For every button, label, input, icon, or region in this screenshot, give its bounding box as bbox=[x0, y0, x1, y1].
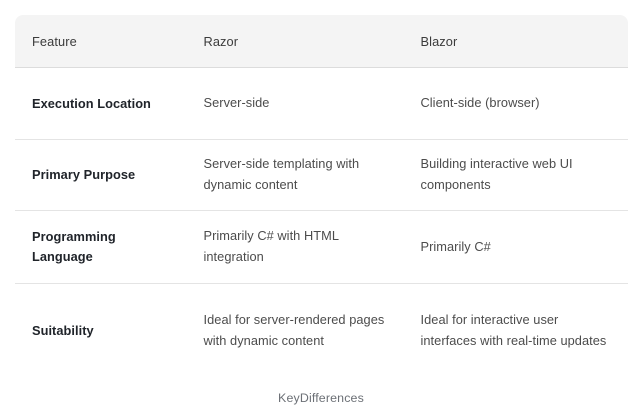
table-row: Execution Location Server-side Client-si… bbox=[15, 68, 628, 140]
table-header-row: Feature Razor Blazor bbox=[15, 15, 628, 68]
cell-feature: Primary Purpose bbox=[15, 139, 187, 211]
cell-razor: Server-side templating with dynamic cont… bbox=[186, 139, 404, 211]
table-body: Execution Location Server-side Client-si… bbox=[15, 68, 628, 377]
table-row: Suitability Ideal for server-rendered pa… bbox=[15, 283, 628, 377]
cell-feature: Programming Language bbox=[15, 210, 187, 284]
cell-blazor: Building interactive web UI components bbox=[403, 139, 628, 211]
column-header-razor: Razor bbox=[186, 15, 404, 68]
table-caption: KeyDifferences bbox=[278, 391, 364, 405]
table-row: Primary Purpose Server-side templating w… bbox=[15, 139, 628, 211]
cell-feature: Execution Location bbox=[32, 95, 151, 111]
column-header-feature: Feature bbox=[15, 15, 187, 68]
cell-blazor: Primarily C# bbox=[403, 210, 628, 284]
table-row: Programming Language Primarily C# with H… bbox=[15, 210, 628, 284]
table-header: Feature Razor Blazor bbox=[15, 15, 628, 68]
cell-feature: Suitability bbox=[15, 283, 187, 377]
comparison-table: Feature Razor Blazor Execution Location … bbox=[14, 14, 629, 378]
cell-blazor: Ideal for interactive user interfaces wi… bbox=[403, 283, 628, 377]
cell-razor: Primarily C# with HTML integration bbox=[186, 210, 404, 284]
column-header-blazor: Blazor bbox=[403, 15, 628, 68]
cell-razor: Server-side bbox=[203, 95, 270, 111]
cell-razor: Ideal for server-rendered pages with dyn… bbox=[186, 283, 404, 377]
cell-blazor: Client-side (browser) bbox=[420, 95, 540, 111]
